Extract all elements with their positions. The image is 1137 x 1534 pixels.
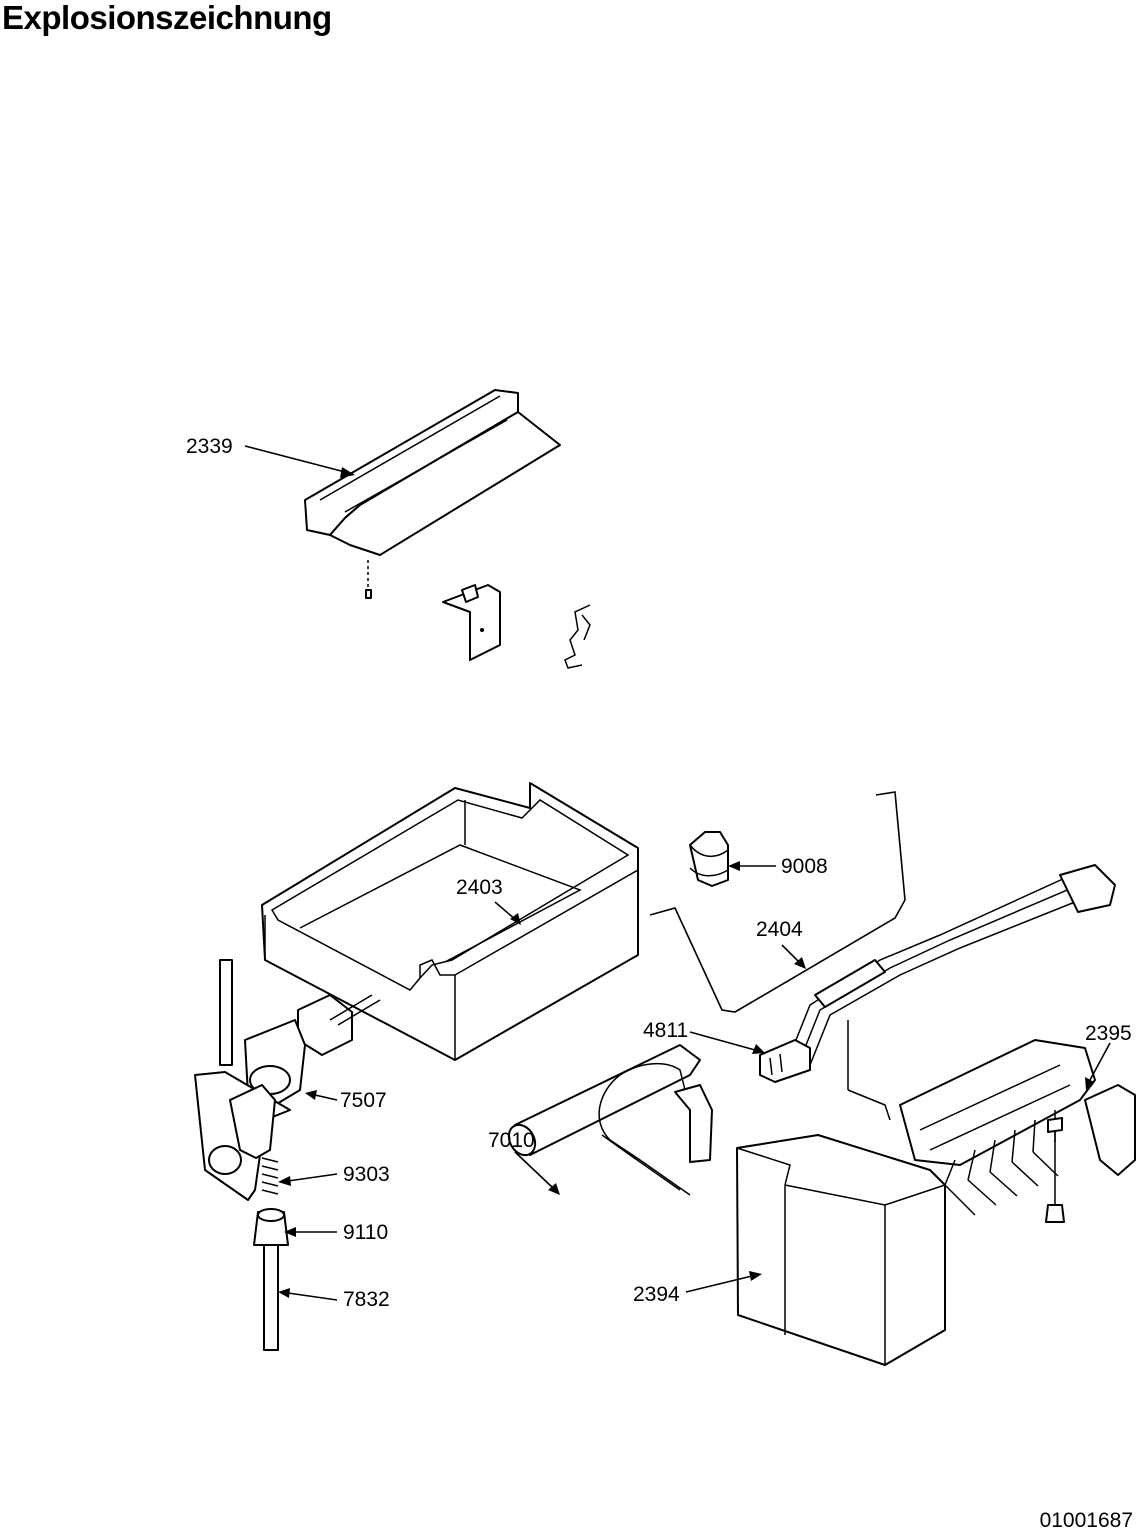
callout-7832: 7832 [343,1288,390,1311]
part-4811-wire-harness [759,864,1116,1121]
callout-4811: 4811 [643,1019,688,1042]
part-2339-cover [304,389,561,599]
callout-9110: 9110 [343,1221,388,1244]
callout-2404: 2404 [756,918,803,941]
callout-2395: 2395 [1085,1022,1132,1045]
part-2403-ice-bucket [261,782,639,1061]
part-7832-tube [263,1244,279,1351]
callout-7010: 7010 [488,1129,535,1152]
callout-7507: 7507 [340,1089,387,1112]
page-title: Explosionszeichnung [2,0,332,36]
part-7010-fill-tube [507,1044,713,1196]
document-number: 01001687 [1039,1509,1133,1532]
clip-partial [564,604,591,669]
bracket-small [442,584,501,661]
part-7507-valve-assembly [194,959,381,1201]
callout-2339: 2339 [186,435,233,458]
part-2394-cover [736,1134,946,1366]
part-9008-clip [689,831,729,887]
callout-2403: 2403 [456,876,503,899]
part-2395-icemaker [899,1039,1136,1223]
callout-9303: 9303 [343,1163,390,1186]
callout-9008: 9008 [781,855,828,878]
part-9110-nut [253,1208,289,1246]
part-9303-spring [261,1157,279,1195]
callout-leaders [244,445,1111,1301]
callout-2394: 2394 [633,1283,680,1306]
part-2404-heater-wire [649,791,906,1013]
